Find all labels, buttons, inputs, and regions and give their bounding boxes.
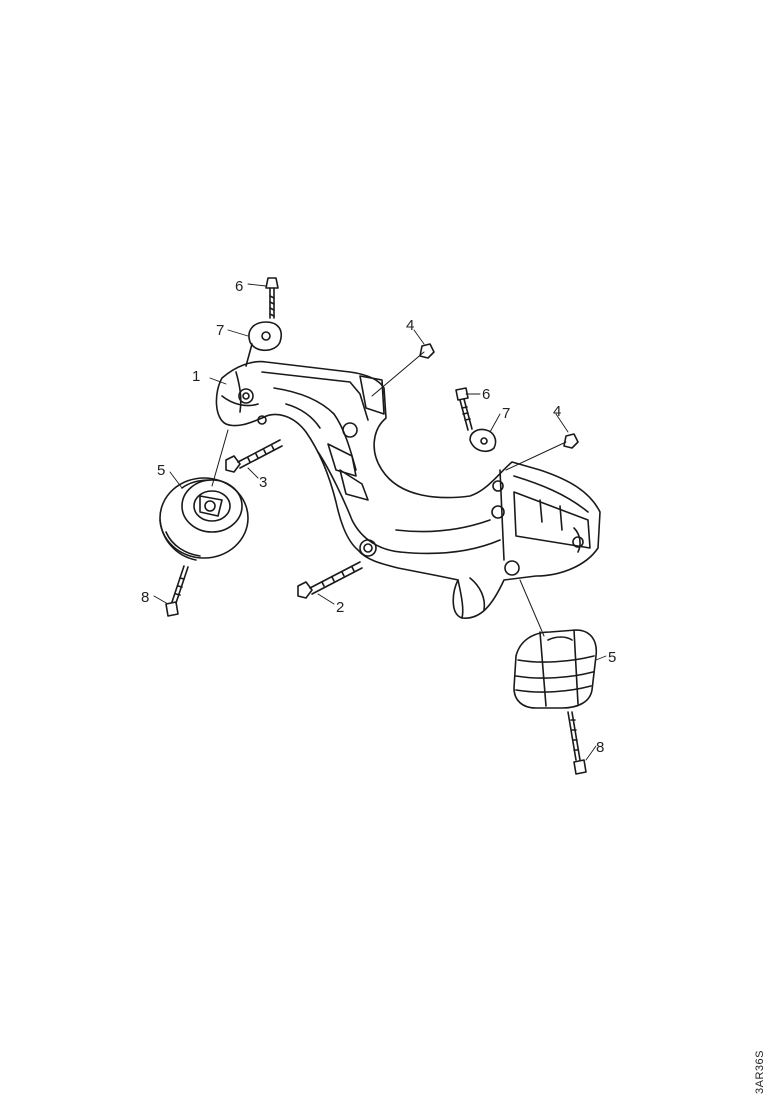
callout-1: 1 [192,368,200,385]
leader-lines [153,283,607,761]
bracket-7-right [469,428,497,453]
engine-mount-5-right [513,579,598,709]
nut-4-left [371,343,435,397]
bolt-2 [297,561,363,599]
subframe-crossmember [215,360,601,619]
callout-labels: 1 2 3 4 4 5 5 6 6 7 7 8 8 [141,278,616,756]
callout-2: 2 [336,599,344,616]
callout-8b: 8 [596,739,604,756]
callout-5a: 5 [157,462,165,479]
drawing-code: 3AR36S [752,1040,772,1096]
callout-7b: 7 [502,405,510,422]
callout-7a: 7 [216,322,224,339]
bolt-6-right [455,387,473,431]
callout-5b: 5 [608,649,616,666]
drawing-code-text: 3AR36S [754,1050,766,1094]
bracket-7-left [245,321,282,367]
callout-3: 3 [259,474,267,491]
callout-6a: 6 [235,278,243,295]
callout-6b: 6 [482,386,490,403]
callout-4a: 4 [406,317,414,334]
nut-4-right [505,433,579,471]
callout-8a: 8 [141,589,149,606]
bolt-6-left [265,277,279,319]
callout-4b: 4 [553,403,561,420]
engine-mount-5-left [159,429,249,561]
bolt-3 [225,439,283,473]
bolt-8-right [567,711,587,775]
bolt-8-left [165,565,189,617]
